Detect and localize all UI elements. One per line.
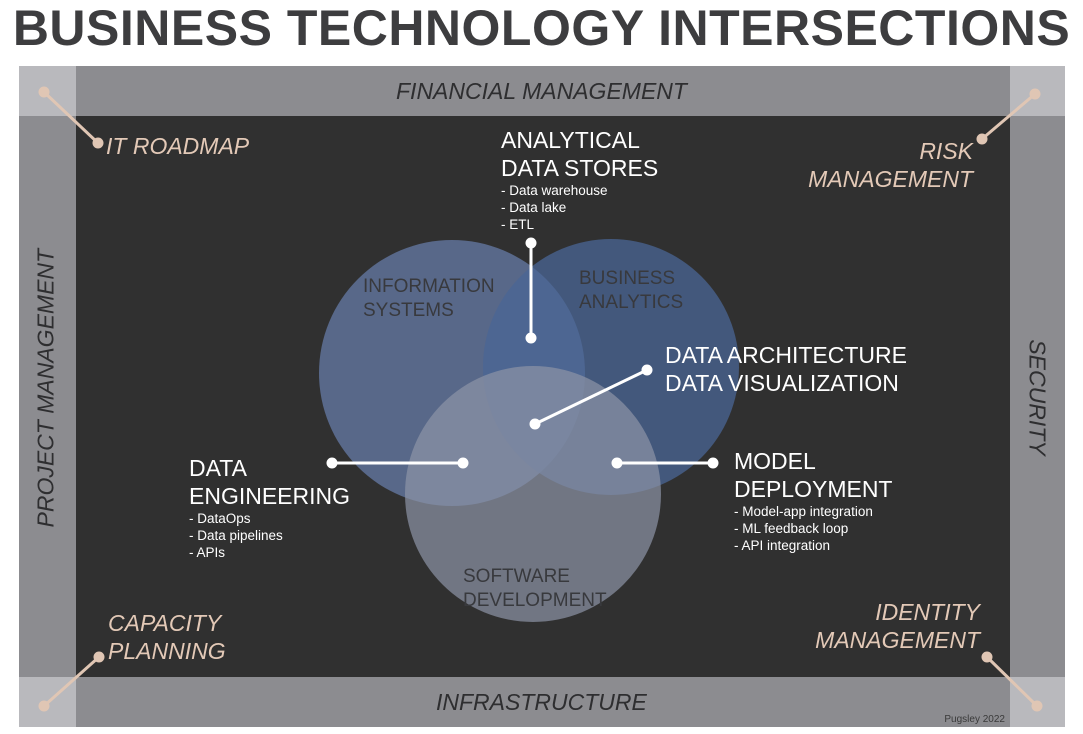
- connector-dot: [525, 237, 537, 249]
- connector-capacity-planning: [43, 655, 100, 708]
- capacity-line-2: PLANNING: [108, 638, 226, 664]
- soft-line-1: SOFTWARE: [463, 566, 570, 587]
- connector-dot: [457, 457, 469, 469]
- callout-engineering-heading: DATA ENGINEERING: [189, 454, 350, 510]
- band-label-top: FINANCIAL MANAGEMENT: [396, 78, 687, 104]
- list-item: - API integration: [734, 538, 831, 553]
- engineering-line-1: DATA: [189, 455, 247, 481]
- top-band: [76, 66, 1010, 116]
- connector-dot: [92, 137, 104, 149]
- corner-label-risk-management: RISK MANAGEMENT: [808, 137, 973, 193]
- connector-dot: [707, 457, 719, 469]
- callout-architecture-heading: DATA ARCHITECTURE DATA VISUALIZATION: [665, 341, 907, 397]
- list-item: - Data lake: [501, 200, 567, 215]
- list-item: - Model-app integration: [734, 504, 873, 519]
- biz-line-1: BUSINESS: [579, 268, 676, 289]
- connector-risk-management: [981, 92, 1036, 141]
- diagram-title: BUSINESS TECHNOLOGY INTERSECTIONS: [12, 0, 1071, 56]
- identity-line-1: IDENTITY: [875, 599, 980, 625]
- soft-line-2: DEVELOPMENT: [463, 590, 607, 611]
- connector-dot: [641, 364, 653, 376]
- connector-dot: [1031, 700, 1043, 712]
- connector-dot: [93, 651, 105, 663]
- callout-deployment-heading: MODEL DEPLOYMENT: [734, 447, 892, 503]
- deployment-line-1: MODEL: [734, 448, 816, 474]
- list-item: - ETL: [501, 217, 535, 232]
- circle-label-information-systems: INFORMATION SYSTEMS: [363, 275, 495, 323]
- connector-dot: [611, 457, 623, 469]
- list-item: - DataOps: [189, 511, 251, 526]
- connector-dot: [326, 457, 338, 469]
- connector-dot: [38, 86, 50, 98]
- callout-deployment-list: - Model-app integration - ML feedback lo…: [734, 503, 873, 554]
- connector-dot: [38, 700, 50, 712]
- engineering-line-2: ENGINEERING: [189, 483, 351, 509]
- analytical-line-2: DATA STORES: [501, 155, 659, 181]
- callout-analytical-list: - Data warehouse - Data lake - ETL: [501, 182, 608, 233]
- right-band: [1010, 116, 1065, 677]
- connector-dot: [525, 332, 537, 344]
- circle-label-software-development: SOFTWARE DEVELOPMENT: [463, 565, 607, 613]
- software-development-circle: [405, 366, 661, 622]
- callout-engineering-list: - DataOps - Data pipelines - APIs: [189, 510, 283, 561]
- corner-label-capacity-planning: CAPACITY PLANNING: [108, 609, 226, 665]
- architecture-line-1: DATA ARCHITECTURE: [665, 342, 907, 368]
- identity-line-2: MANAGEMENT: [815, 627, 980, 653]
- biz-line-2: ANALYTICS: [579, 292, 684, 313]
- callout-analytical-heading: ANALYTICAL DATA STORES: [501, 126, 658, 182]
- risk-line-2: MANAGEMENT: [808, 166, 973, 192]
- connector-dot: [529, 418, 541, 430]
- list-item: - APIs: [189, 545, 226, 560]
- capacity-line-1: CAPACITY: [108, 610, 222, 636]
- corner-label-it-roadmap: IT ROADMAP: [106, 133, 250, 159]
- credit-text: Pugsley 2022: [944, 714, 1005, 725]
- circle-label-business-analytics: BUSINESS ANALYTICS: [579, 267, 683, 315]
- connector-it-roadmap: [42, 90, 100, 145]
- architecture-line-2: DATA VISUALIZATION: [665, 370, 899, 396]
- info-line-1: INFORMATION: [363, 276, 495, 297]
- list-item: - Data pipelines: [189, 528, 283, 543]
- connector-dot: [981, 651, 993, 663]
- connector-dot: [1029, 88, 1041, 100]
- left-band: [19, 116, 76, 677]
- risk-line-1: RISK: [919, 138, 973, 164]
- analytical-line-1: ANALYTICAL: [501, 127, 640, 153]
- deployment-line-2: DEPLOYMENT: [734, 476, 893, 502]
- info-line-2: SYSTEMS: [363, 300, 454, 321]
- connector-identity-management: [985, 655, 1039, 708]
- connector-data-architecture: [534, 368, 648, 426]
- bottom-band: [76, 677, 1010, 727]
- corner-label-identity-management: IDENTITY MANAGEMENT: [810, 598, 980, 654]
- list-item: - Data warehouse: [501, 183, 608, 198]
- band-label-bottom: INFRASTRUCTURE: [436, 689, 647, 715]
- list-item: - ML feedback loop: [734, 521, 849, 536]
- connector-dot: [976, 133, 988, 145]
